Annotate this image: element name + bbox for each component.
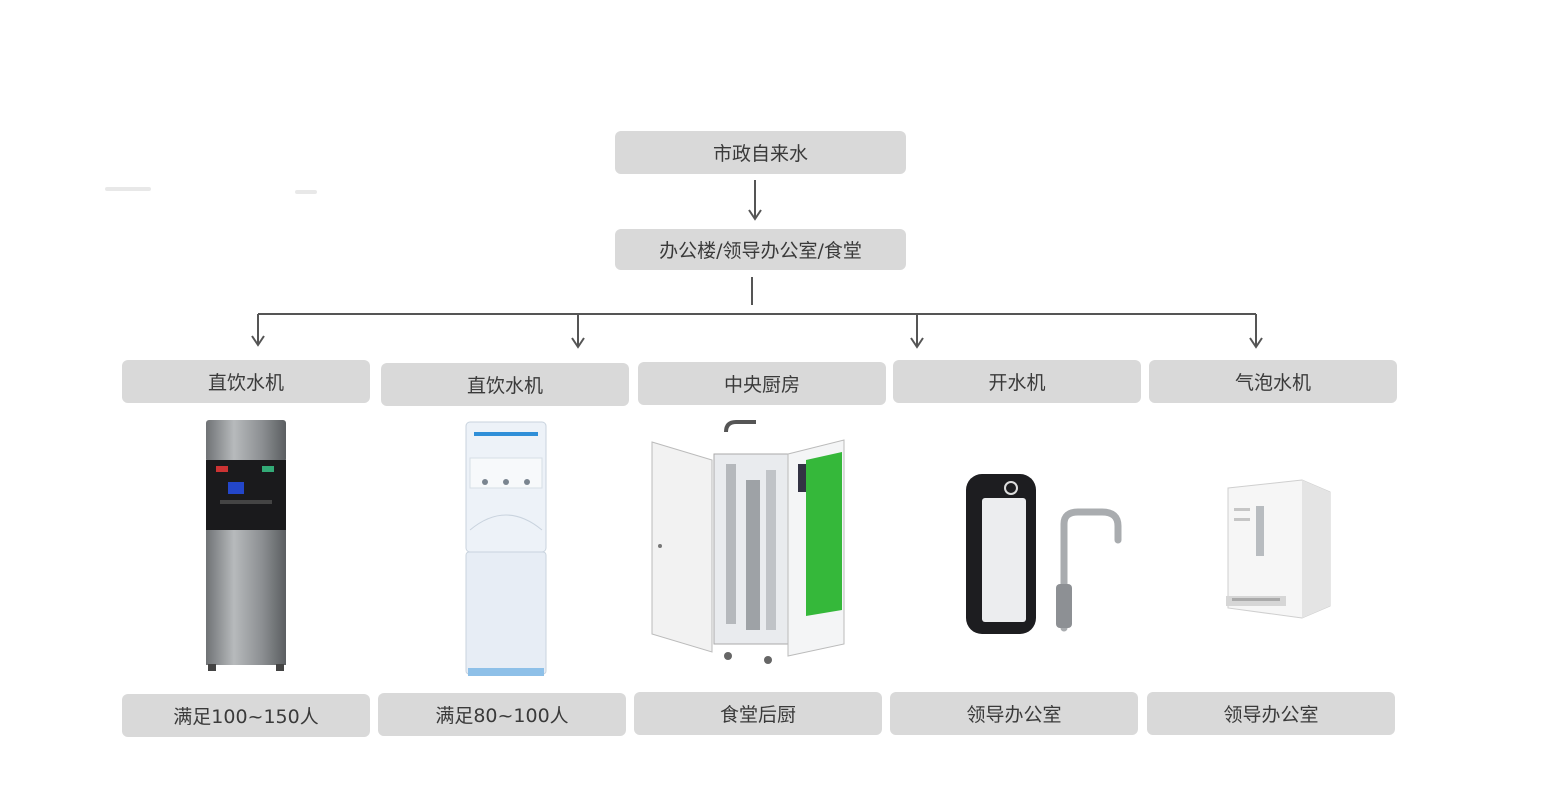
branch-title-4: 开水机 — [893, 360, 1141, 403]
source-node: 市政自来水 — [615, 131, 906, 174]
branch-title-5: 气泡水机 — [1149, 360, 1397, 403]
branch-caption-1: 满足100~150人 — [122, 694, 370, 737]
branch-caption-5: 领导办公室 — [1147, 692, 1395, 735]
floor-standing-dispenser-white-icon — [465, 421, 547, 676]
building-node: 办公楼/领导办公室/食堂 — [615, 229, 906, 270]
faint-smudge — [105, 187, 151, 191]
branch-caption-2: 满足80~100人 — [378, 693, 626, 736]
branch-caption-3: 食堂后厨 — [634, 692, 882, 735]
branch-title-1: 直饮水机 — [122, 360, 370, 403]
branch-caption-4: 领导办公室 — [890, 692, 1138, 735]
arrowhead — [748, 209, 762, 221]
faint-smudge — [295, 190, 317, 194]
branch-title-2: 直饮水机 — [381, 363, 629, 406]
under-sink-boiler-with-faucet-icon — [966, 474, 1122, 634]
arrowhead — [910, 337, 924, 349]
arrowhead — [251, 335, 265, 347]
countertop-sparkling-water-machine-icon — [1226, 479, 1331, 619]
arrowhead — [1249, 337, 1263, 349]
branch-title-3: 中央厨房 — [638, 362, 886, 405]
central-kitchen-purifier-cabinet-icon — [651, 420, 845, 664]
arrowhead — [571, 337, 585, 349]
floor-standing-dispenser-gray-icon — [206, 420, 286, 671]
